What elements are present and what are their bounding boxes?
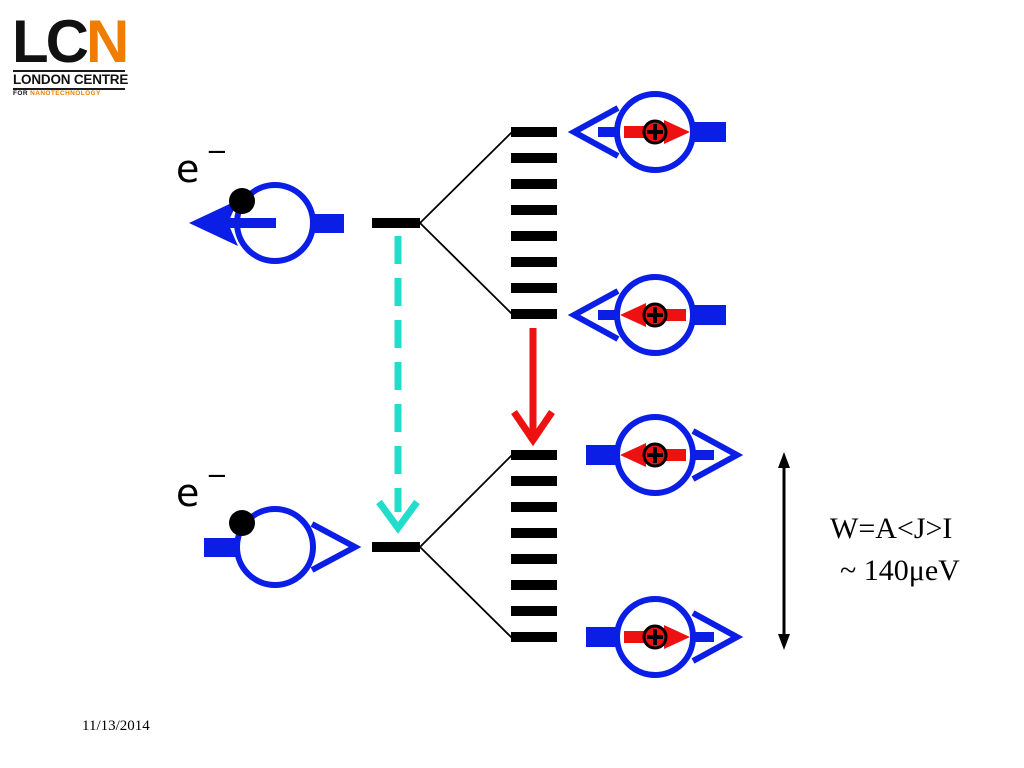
electron-level-bottom (372, 542, 420, 552)
electron-level-top (372, 218, 420, 228)
logo-lc: LC (12, 8, 89, 75)
splitting-lines-bottom (419, 454, 513, 639)
logo-line2: LONDON CENTRE (13, 72, 129, 87)
logo-wordmark: LCN (12, 6, 129, 78)
slide-date: 11/13/2014 (82, 718, 150, 734)
lcn-logo: LCN LONDON CENTRE FOR NANOTECHNOLOGY (10, 8, 130, 104)
logo-line3: FOR NANOTECHNOLOGY (13, 90, 101, 97)
hyperfine-ladder-top (511, 127, 557, 319)
formula-line-2: ~ 140μeV (840, 554, 960, 587)
spin-state-2-icon (567, 274, 726, 356)
splitting-lines-top (419, 131, 513, 315)
splitting-formula: W=A<J>I ~ 140μeV (830, 508, 960, 592)
hyperfine-ladder-bottom (511, 450, 557, 642)
forbidden-transition-arrow (376, 236, 420, 534)
splitting-width-arrow (778, 452, 790, 650)
logo-for: FOR (13, 90, 28, 97)
electron-label-bottom: e (176, 471, 199, 515)
electron-spin-left-icon (189, 182, 344, 264)
logo-rule-top (13, 70, 125, 72)
electron-superscript-top: − (206, 137, 228, 167)
allowed-transition-arrow (511, 328, 555, 447)
electron-spin-right-icon (204, 506, 362, 588)
logo-n: N (85, 8, 129, 75)
electron-superscript-bottom: − (206, 461, 228, 491)
spin-state-1-icon (567, 91, 726, 173)
formula-line-1: W=A<J>I (830, 512, 953, 545)
spin-state-3-icon (586, 414, 744, 496)
spin-state-4-icon (586, 596, 744, 678)
electron-label-top: e (176, 147, 199, 191)
logo-rule-bottom (13, 88, 125, 90)
logo-nano: NANOTECHNOLOGY (30, 90, 101, 97)
